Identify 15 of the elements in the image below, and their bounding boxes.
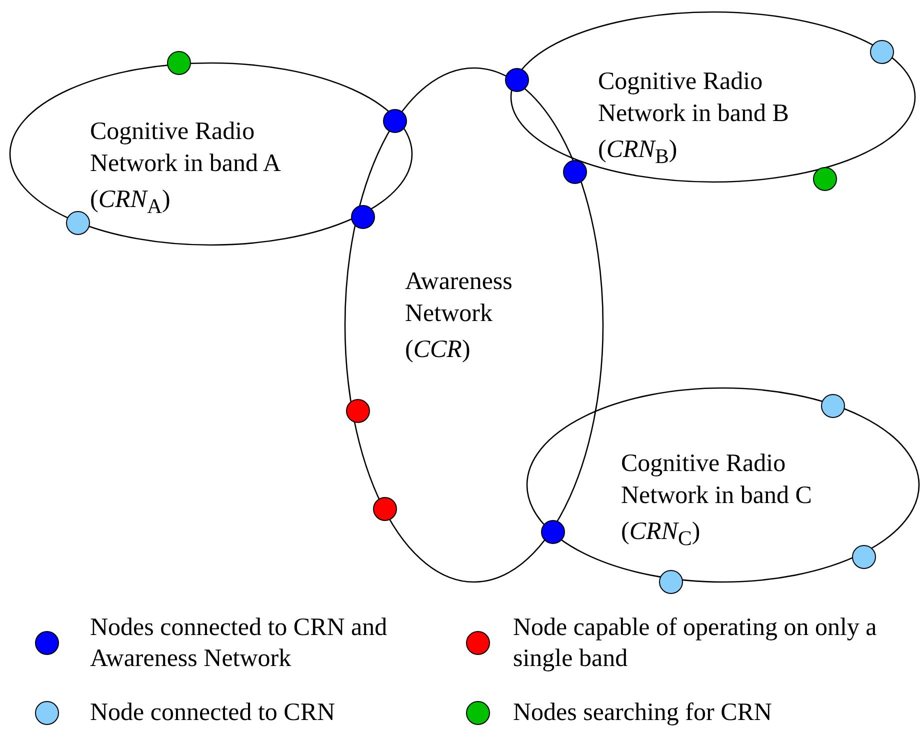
legend-text: Nodes searching for CRN: [513, 698, 773, 728]
network-symbol: (CRN$_{C}$): [621, 517, 702, 552]
network-symbol: (CRN$_{A}$): [90, 185, 172, 220]
network-label: Cognitive Radio Network in band C: [621, 449, 813, 511]
legend-text: Node capable of operating on only a single band: [513, 613, 878, 674]
network-ellipse: [510, 11, 916, 183]
network-label: Cognitive Radio Network in band A: [90, 117, 282, 179]
network-ellipse: [9, 62, 413, 246]
legend-text: Node connected to CRN: [90, 698, 336, 728]
network-symbol: (CRN$_{B}$): [598, 135, 678, 170]
network-label: Cognitive Radio Network in band B: [598, 67, 790, 129]
network-label: Awareness Network: [405, 267, 514, 329]
network-ellipse: [526, 387, 920, 583]
network-symbol: (CCR): [405, 335, 472, 365]
legend-text: Nodes connected to CRN and Awareness Network: [90, 613, 388, 674]
